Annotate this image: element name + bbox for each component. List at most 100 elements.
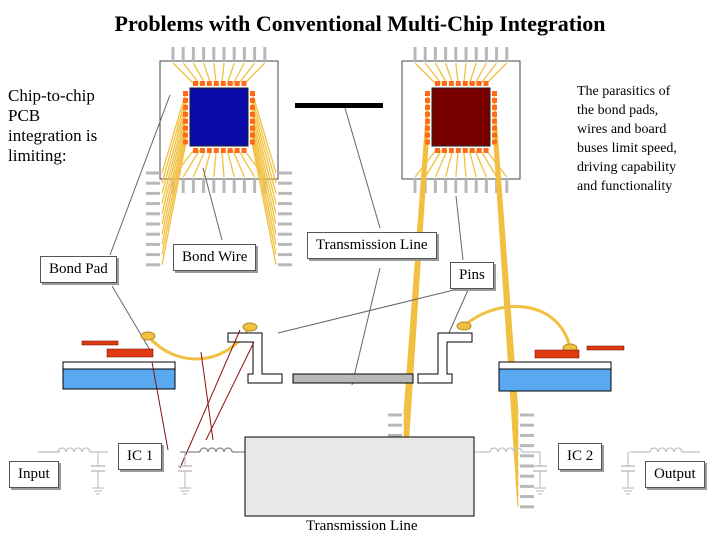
inductor-symbol: [57, 447, 91, 453]
bond-pad: [220, 148, 226, 153]
bond-pad: [425, 125, 430, 131]
bond-pad: [241, 148, 247, 153]
bond-wire: [243, 149, 266, 178]
bond-pad: [425, 97, 430, 103]
callout-line: [344, 107, 381, 229]
package-lead: [191, 179, 195, 193]
right-description-line: buses limit speed,: [577, 141, 677, 156]
bond-wire: [251, 141, 277, 265]
package-lead: [253, 47, 257, 61]
bond-wire: [243, 62, 266, 85]
package-lead: [278, 253, 292, 257]
bond-pad: [250, 104, 255, 110]
bond-pad: [206, 148, 212, 153]
ic1-label: IC 1: [118, 443, 163, 470]
callout-line: [202, 167, 223, 241]
right-description-line: the bond pads,: [577, 103, 659, 118]
mapping-line: [179, 329, 241, 469]
bond-pad: [199, 148, 205, 153]
bond-pad: [183, 111, 188, 117]
bond-pad: [193, 148, 198, 153]
pcb-pad-right-small: [586, 345, 625, 351]
package-lead: [263, 47, 267, 61]
callout-line: [111, 285, 151, 351]
package-lead: [388, 433, 402, 437]
bond-pad: [183, 125, 188, 131]
package-lead: [484, 47, 488, 61]
bond-wire: [182, 149, 201, 178]
bond-wire-right: [463, 305, 572, 349]
package-lead: [505, 47, 509, 61]
pin-right: [417, 332, 473, 384]
bond-pad: [250, 97, 255, 103]
package-lead: [520, 464, 534, 468]
pin-left: [227, 332, 283, 384]
bond-wire: [161, 136, 187, 255]
transmission-line-box: [244, 436, 475, 517]
bond-pad: [234, 148, 240, 153]
bond-wire: [434, 62, 448, 85]
package-lead: [278, 232, 292, 236]
package-lead: [520, 505, 534, 509]
ic2-label: IC 2: [558, 443, 603, 470]
bond-wire: [251, 91, 277, 174]
package-lead: [464, 179, 468, 193]
bond-wire: [424, 149, 443, 178]
bond-wire: [251, 125, 277, 235]
package-lead: [520, 413, 534, 417]
package-lead: [212, 47, 216, 61]
bond-ball-left-pin: [242, 322, 258, 332]
bond-wire: [237, 62, 256, 85]
bond-wire: [474, 149, 487, 178]
bond-pad: [234, 81, 240, 86]
mapping-lines: [151, 329, 255, 469]
bond-pad: [492, 139, 497, 145]
bond-pad: [425, 91, 430, 96]
package-lead: [520, 433, 534, 437]
package-lead: [278, 171, 292, 175]
bond-wire: [161, 97, 187, 184]
bond-wire: [213, 62, 217, 85]
bond-pad: [483, 148, 489, 153]
package-lead: [232, 47, 236, 61]
bond-pad: [183, 139, 188, 145]
transmission-line-label: Transmission Line: [307, 232, 437, 259]
bond-pad: [250, 125, 255, 131]
package-lead: [454, 47, 458, 61]
callout-line: [455, 195, 464, 261]
mapping-line: [205, 341, 255, 441]
bond-pad: [213, 148, 219, 153]
bond-wire: [172, 149, 195, 178]
bond-pad: [250, 111, 255, 117]
bond-wire: [172, 62, 195, 85]
package-lead: [212, 179, 216, 193]
bond-pad: [476, 81, 482, 86]
bond-wire: [192, 62, 206, 85]
package-lead: [202, 179, 206, 193]
bond-wire: [479, 62, 498, 85]
bond-pad: [476, 148, 482, 153]
bond-wire: [414, 62, 437, 85]
package-lead: [146, 212, 160, 216]
bond-wire: [161, 114, 187, 214]
bond-wire: [192, 149, 206, 178]
bond-wire: [463, 149, 467, 178]
bond-pad: [492, 104, 497, 110]
package-lead: [278, 181, 292, 185]
callout-line: [277, 287, 463, 334]
bond-pad: [492, 118, 497, 124]
bond-pad: [469, 148, 475, 153]
package-lead: [423, 47, 427, 61]
bond-wire: [161, 130, 187, 245]
bond-wire: [444, 149, 454, 178]
board-trace-cross-section: [292, 373, 414, 384]
bond-wire: [251, 136, 277, 255]
bond-wire: [251, 108, 277, 204]
right-description: The parasitics of the bond pads, wires a…: [577, 82, 677, 196]
bond-pad: [492, 97, 497, 103]
bond-pad: [435, 148, 440, 153]
callout-lines: [109, 94, 469, 386]
die-pad-left: [106, 348, 154, 358]
package-lead: [146, 181, 160, 185]
package-lead: [146, 242, 160, 246]
